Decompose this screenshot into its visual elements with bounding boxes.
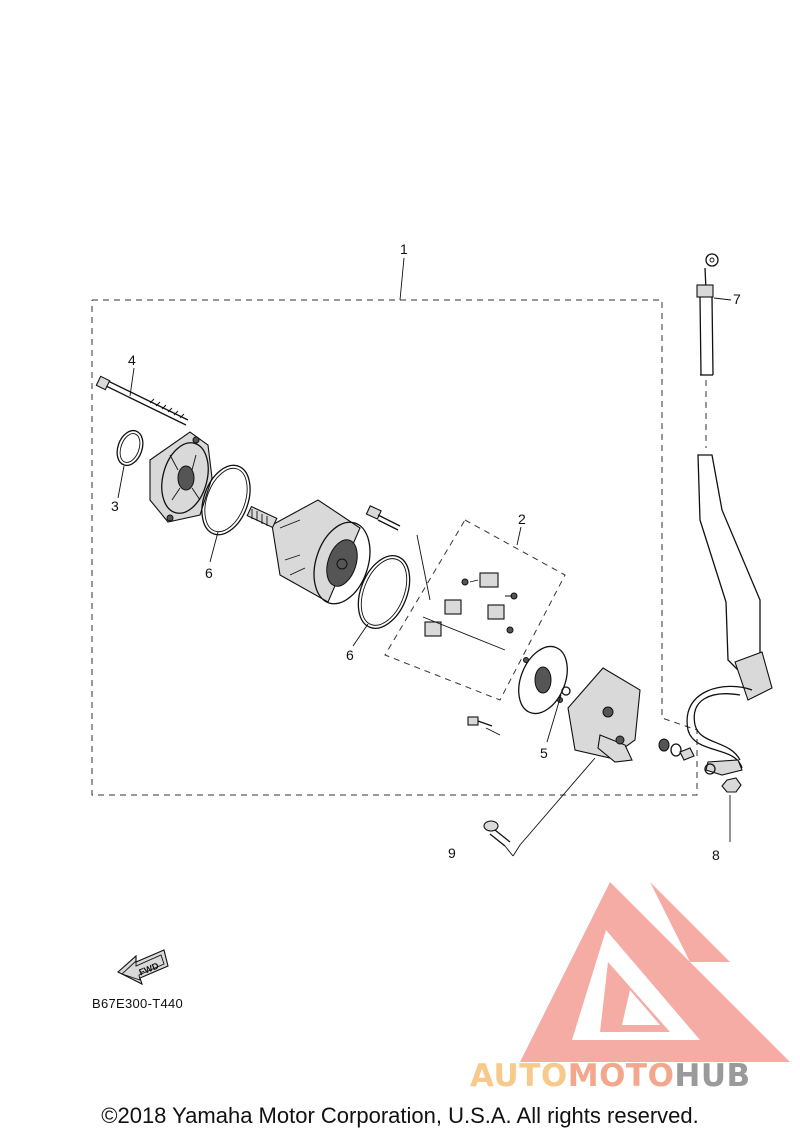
callout-2: 2 <box>518 511 526 527</box>
gasket-6a <box>201 464 251 536</box>
callout-4: 4 <box>128 352 136 368</box>
callout-5: 5 <box>540 745 548 761</box>
brand-moto: MOTO <box>567 1058 675 1094</box>
terminal-washers <box>658 738 695 761</box>
brand-auto: AUTO <box>470 1058 568 1094</box>
bolt-9 <box>483 820 511 847</box>
starter-yoke <box>246 499 371 605</box>
copyright-notice: ©2018 Yamaha Motor Corporation, U.S.A. A… <box>101 1103 699 1128</box>
callout-3: 3 <box>111 498 119 514</box>
brand-hub: HUB <box>674 1058 751 1094</box>
brush-holder-boundary-2 <box>384 519 566 701</box>
end-cover <box>567 667 641 763</box>
watermark-logo <box>520 882 790 1062</box>
through-bolt-4 <box>95 375 189 426</box>
lead-wire-7 <box>686 253 773 776</box>
o-ring-3 <box>116 429 144 467</box>
rear-plate <box>518 645 568 715</box>
gasket-6b <box>357 555 411 629</box>
callout-9: 9 <box>448 845 456 861</box>
brush-holder-parts <box>424 572 518 637</box>
callout-6a: 6 <box>205 565 213 581</box>
nut-8 <box>721 777 742 793</box>
screw <box>365 505 401 531</box>
front-cover <box>149 431 213 523</box>
callout-1: 1 <box>400 241 408 257</box>
callout-7: 7 <box>733 291 741 307</box>
diagram-code: B67E300-T440 <box>92 996 184 1011</box>
watermark-brand-text: AUTOMOTOHUB <box>470 1058 751 1094</box>
o-ring-5 <box>561 686 571 696</box>
callout-8: 8 <box>712 847 720 863</box>
fwd-arrow-icon: FWD <box>117 949 169 986</box>
leader-lines <box>117 257 732 857</box>
lower-screw <box>467 716 493 727</box>
callout-6b: 6 <box>346 647 354 663</box>
